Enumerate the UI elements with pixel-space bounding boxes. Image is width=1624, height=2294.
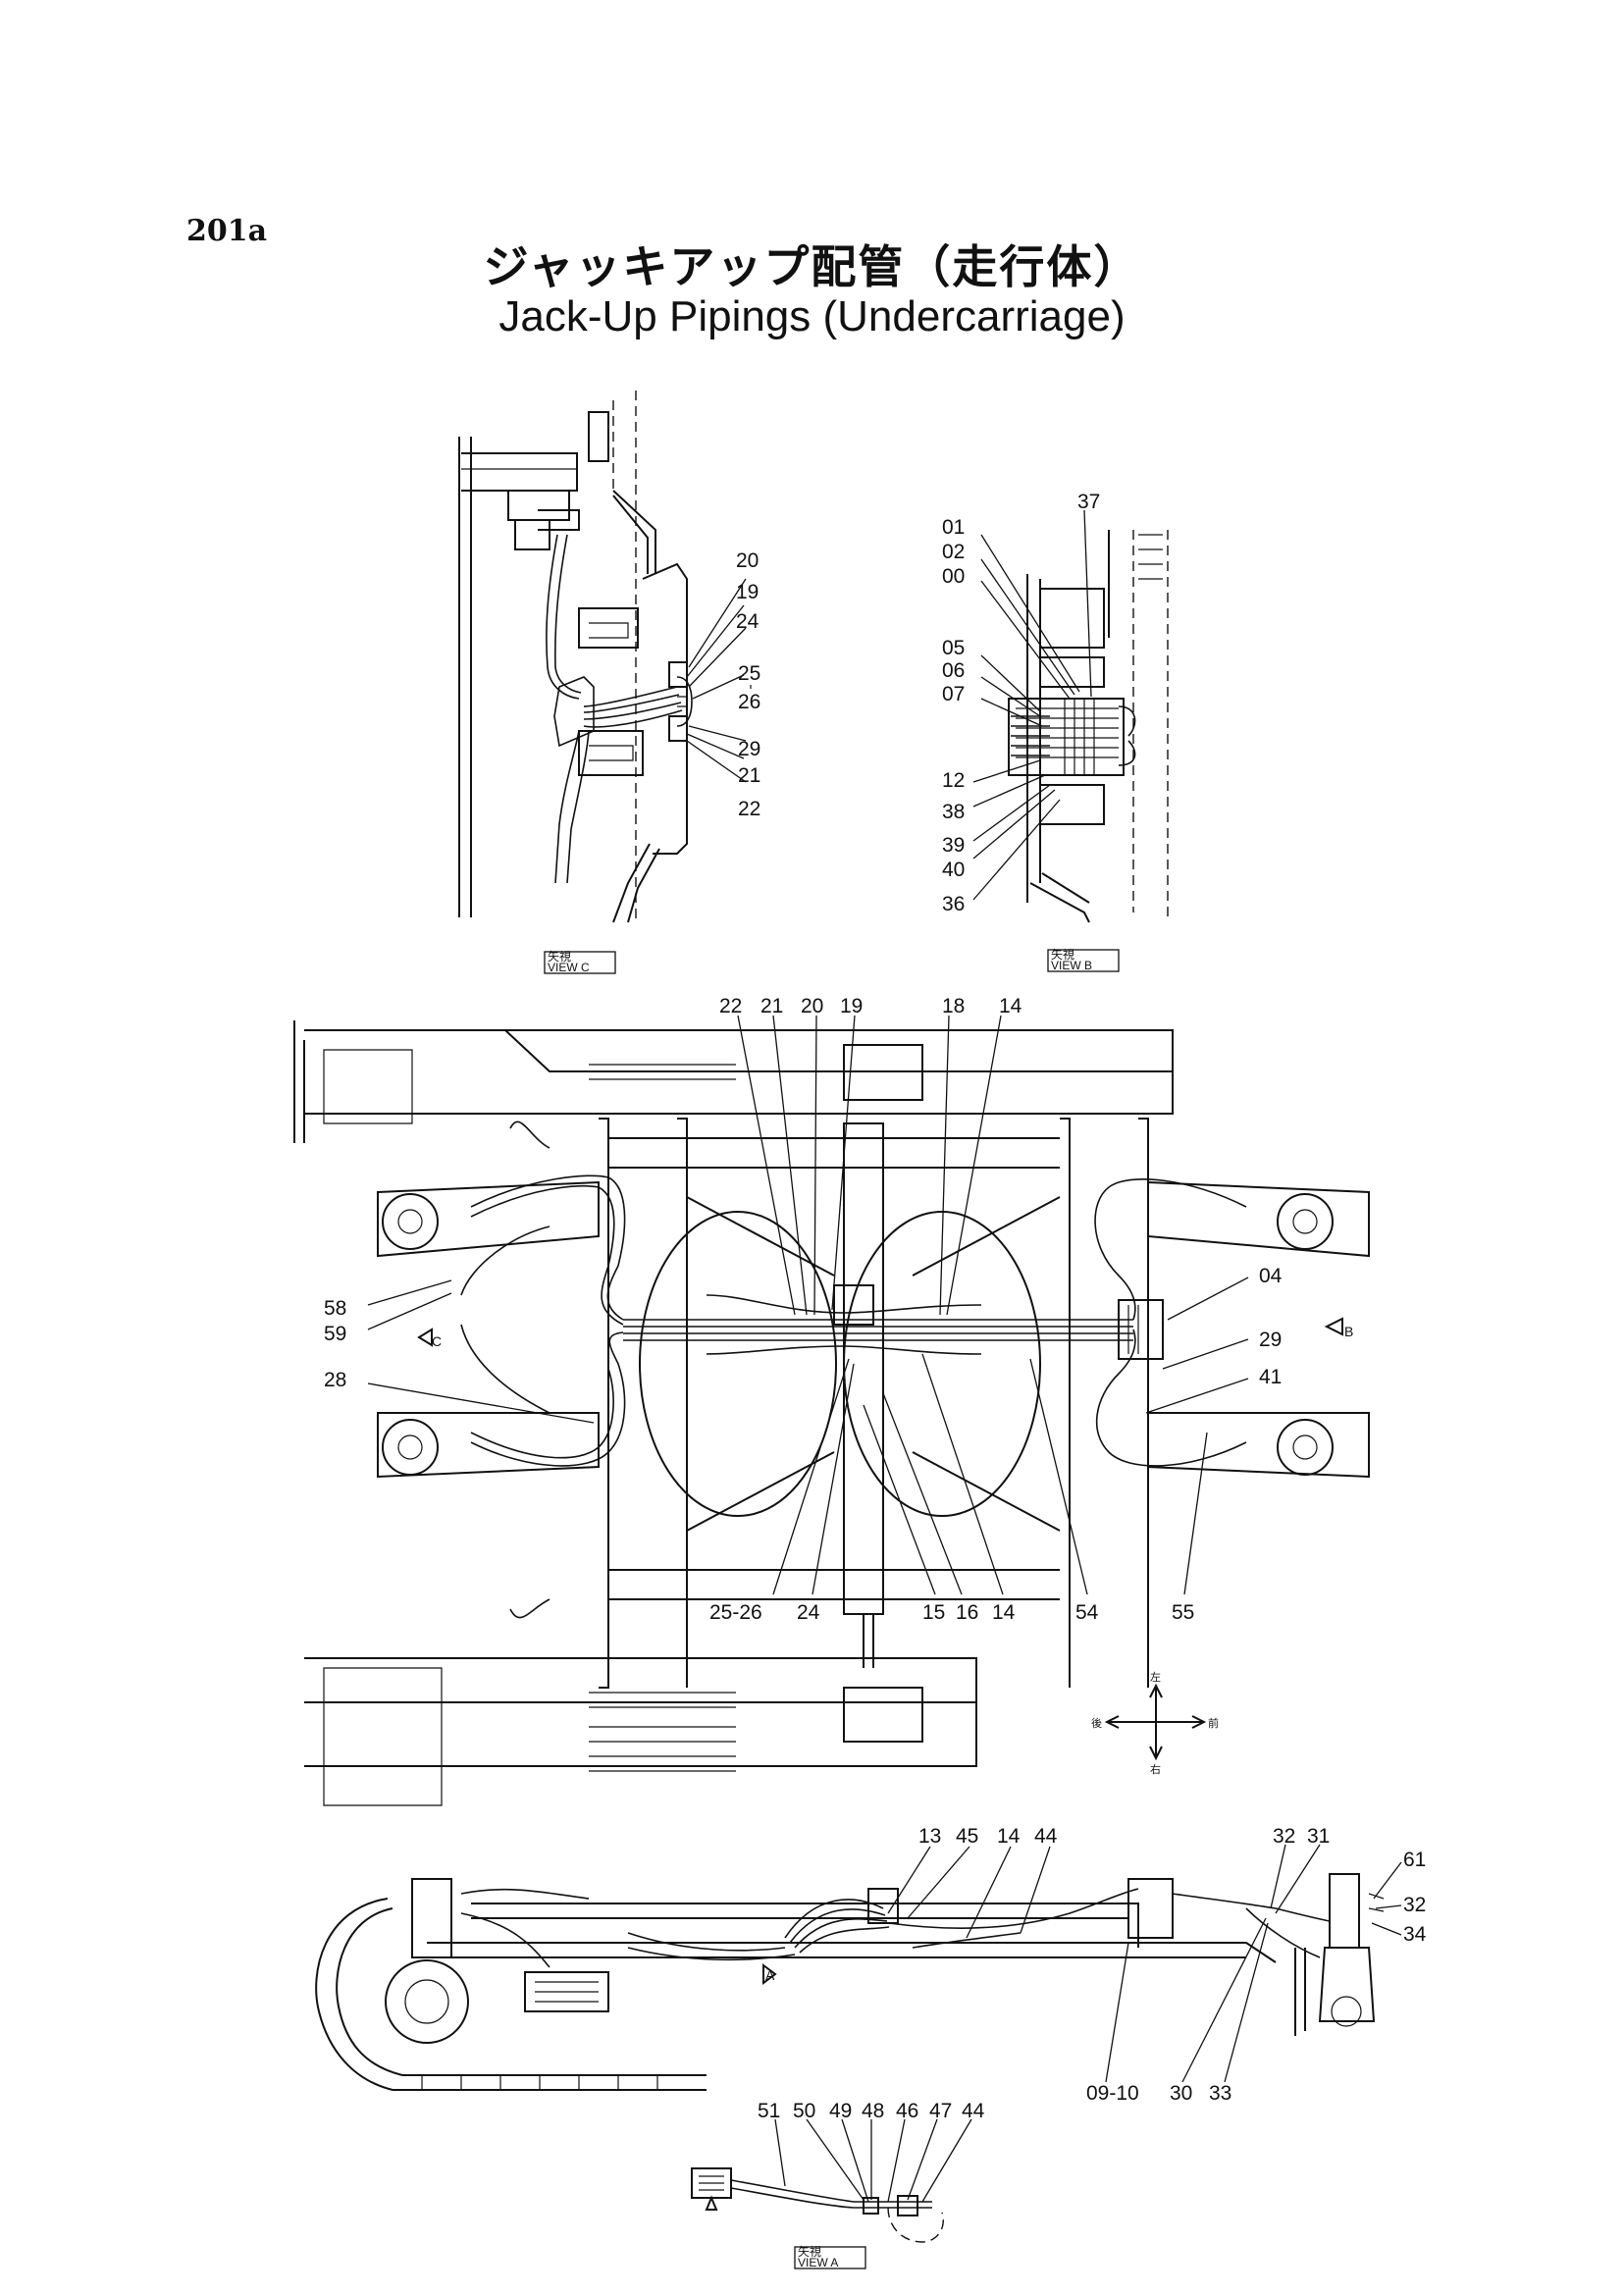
callout: 01 [942,516,965,539]
callout: 06 [942,659,965,682]
plan-view-leaders [367,1015,1249,1595]
callout: 31 [1307,1825,1330,1848]
callout: 48 [862,2100,884,2122]
view-c-jp: 矢視 [548,949,571,964]
callout: 44 [962,2100,985,2122]
callout: 24 [797,1601,820,1624]
callout: 36 [942,893,965,915]
callout: 25-26 [709,1601,762,1624]
callout: 51 [758,2100,780,2122]
side-view-callouts: 13 45 14 44 32 31 61 32 34 09-10 30 33 [918,1825,1427,2105]
view-b-label-box [1047,949,1120,972]
callout: 25 [738,662,760,685]
callout: 28 [324,1369,346,1391]
callout: 15 [922,1601,945,1624]
view-a-label-box [794,2246,866,2269]
callout: 58 [324,1297,346,1320]
view-a-detail [691,2118,972,2243]
callout: 46 [896,2100,918,2122]
callout: 50 [793,2100,815,2122]
callout: 19 [736,581,759,603]
page-number: 201a [186,214,268,248]
view-b-jp: 矢視 [1051,947,1074,962]
side-view-leaders: A [762,1844,1402,2083]
callout: 55 [1172,1601,1194,1624]
plan-view-callouts: 22 21 20 19 18 14 58 59 28 04 29 41 25-2… [324,995,1283,1624]
callout: 20 [736,549,759,572]
arrow-marker-c: C [432,1333,442,1349]
callout: 14 [992,1601,1016,1624]
callout: 59 [324,1323,346,1345]
callout: 40 [942,859,965,881]
plan-view-frame [293,1020,1370,1806]
callout: 34 [1403,1923,1427,1946]
view-b-callouts: 37 01 02 00 05 06 07 12 38 39 40 36 矢視 V… [942,491,1120,972]
callout: 61 [1403,1849,1426,1871]
compass-right: 前 [1208,1716,1219,1730]
compass-left: 後 [1091,1716,1102,1730]
callout: 14 [997,1825,1021,1848]
callout: 45 [956,1825,978,1848]
callout: 04 [1259,1265,1283,1287]
view-b-label: VIEW B [1051,959,1092,972]
callout: 20 [801,995,823,1017]
callout: 13 [918,1825,941,1848]
callout: 32 [1403,1894,1426,1916]
callout: 54 [1075,1601,1099,1624]
arrow-marker-a: A [765,1967,775,1983]
callout: 05 [942,637,965,659]
callout: 49 [829,2100,852,2122]
callout: 22 [719,995,742,1017]
callout: 38 [942,801,965,823]
view-c-callouts: 20 19 24 25 26 29 21 22 矢視 VIEW C [544,549,760,974]
callout: 02 [942,541,965,563]
title-english: Jack-Up Pipings (Undercarriage) [498,292,1126,340]
compass-down: 右 [1150,1762,1161,1776]
callout: 30 [1170,2082,1192,2105]
view-c-label: VIEW C [548,961,590,974]
callout: 37 [1077,491,1100,513]
view-a-callouts: 51 50 49 48 46 47 44 矢視 VIEW A [758,2100,985,2269]
callout: 47 [929,2100,952,2122]
side-view [315,1873,1385,2091]
plan-view-markers: C B 左 右 後 前 [417,1317,1353,1776]
callout: 21 [760,995,783,1017]
compass-up: 左 [1150,1671,1161,1684]
title-japanese: ジャッキアップ配管（走行体） [483,240,1141,293]
callout: 07 [942,683,965,705]
callout: 41 [1259,1366,1282,1388]
callout: 24 [736,610,760,633]
callout: 32 [1273,1825,1295,1848]
arrow-marker-b: B [1344,1324,1353,1339]
callout: 14 [999,995,1022,1017]
callout: 26 [738,691,760,713]
view-a-jp: 矢視 [798,2244,821,2259]
callout: 21 [738,764,760,787]
callout: 44 [1034,1825,1058,1848]
view-a-label: VIEW A [798,2256,838,2269]
view-b-detail [1008,530,1169,923]
view-c-label-box [544,951,616,974]
callout: 09-10 [1086,2082,1139,2105]
callout: 18 [942,995,965,1017]
callout: 29 [738,738,760,760]
callout: 16 [956,1601,978,1624]
callout: 19 [840,995,863,1017]
callout: 33 [1209,2082,1231,2105]
callout: 22 [738,798,760,820]
callout: 00 [942,565,965,588]
callout: 12 [942,769,965,792]
view-c-detail [458,391,693,923]
callout: 29 [1259,1329,1282,1351]
callout: 39 [942,834,965,857]
